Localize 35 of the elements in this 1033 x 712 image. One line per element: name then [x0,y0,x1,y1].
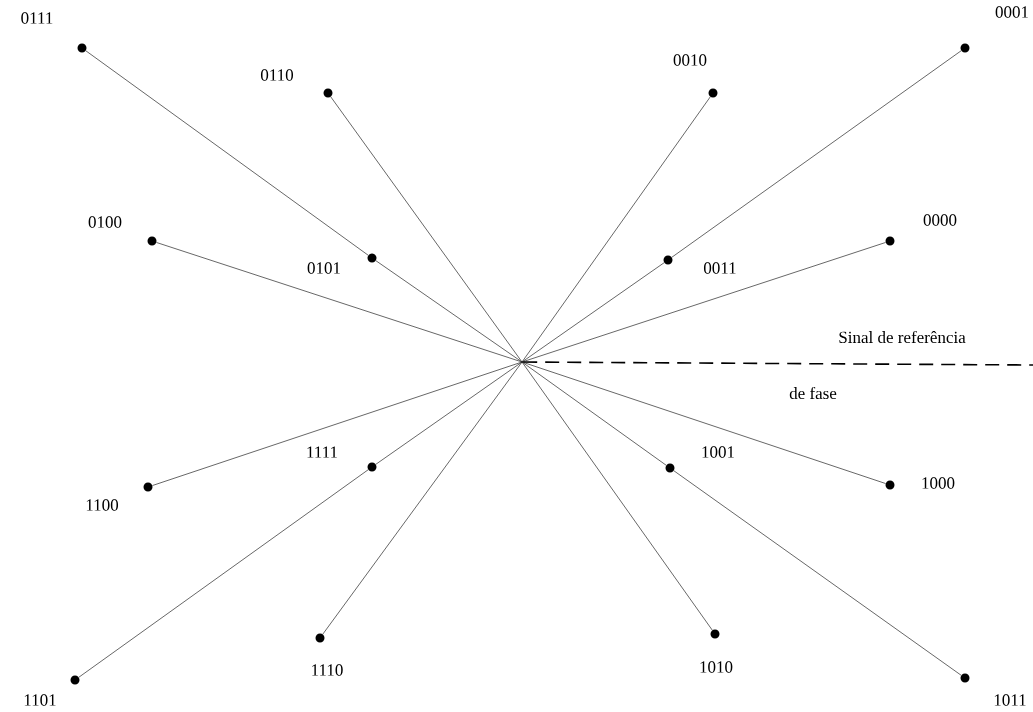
connecting-line [375,362,522,465]
point-label: 0001 [995,6,1028,18]
connecting-line [522,362,713,631]
point-label: 0010 [673,54,707,66]
point-label: 1011 [994,694,1026,706]
point-label: 0110 [260,69,294,81]
reference-label: de fase [789,386,837,400]
point-label: 0011 [703,262,736,274]
connecting-line [322,362,522,635]
point-label: 1000 [922,477,955,489]
point-label: 0100 [88,216,122,228]
connecting-line [330,96,522,362]
reference-label: Sinal de referência [839,330,966,344]
connecting-line [522,362,667,466]
connecting-line [152,362,522,486]
connecting-line [375,260,522,362]
connecting-line [673,470,962,676]
point-label: 1100 [86,499,119,511]
connecting-line [85,50,369,256]
connecting-line [522,362,886,484]
point-label: 1101 [24,694,56,706]
connecting-line [522,96,711,362]
point-label: 1111 [307,446,338,458]
point-label: 0000 [923,214,957,226]
point-label: 1110 [312,664,343,676]
connecting-line [156,242,522,362]
connecting-line [522,262,665,362]
point-label: 1010 [700,661,733,673]
connecting-line [78,469,369,678]
point-label: 0101 [307,262,340,274]
point-label: 0111 [21,12,53,24]
connecting-line [522,242,886,362]
point-label: 1001 [702,446,734,458]
connecting-line [671,50,962,258]
reference-line [522,361,1033,366]
